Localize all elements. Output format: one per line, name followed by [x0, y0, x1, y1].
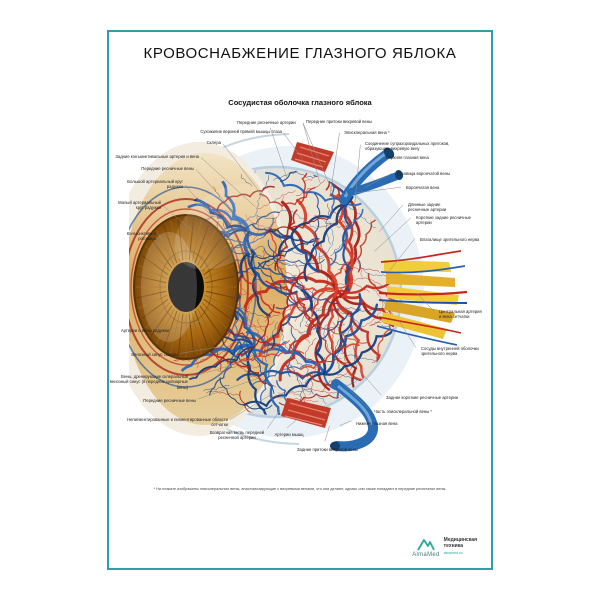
almamed-logo: AlmaMed Медицинская техника almamed.su [412, 537, 477, 558]
anatomy-label: Возвратная ветвь передней ресничной арте… [209, 430, 265, 441]
cornea-sheen [141, 232, 197, 342]
anatomy-label: Влагалище зрительного нерва [420, 237, 480, 242]
anatomy-label: Эписклеральная вена * [344, 130, 390, 135]
anatomy-label: Конъюнктива и роговица [126, 231, 156, 242]
anatomy-label: Артерии мышц [274, 432, 304, 437]
anatomy-label: Короткие задние ресничные артерии [416, 215, 471, 226]
anatomy-label: Передние ресничные артерии [237, 120, 296, 125]
anatomy-label: Артерии и вены радужки [120, 328, 169, 333]
logo-tagline-line2: техника [443, 542, 463, 549]
anatomy-label: Задние конъюнктивальные артерия и вена [115, 154, 199, 159]
anatomy-label: Передние ресничные вены [141, 166, 194, 171]
poster-frame: КРОВОСНАБЖЕНИЕ ГЛАЗНОГО ЯБЛОКА Сосудиста… [107, 30, 493, 570]
anatomy-label: Длинные задние ресничные артерии [408, 202, 447, 213]
anatomy-label: Большой артериальный круг радужки [127, 179, 183, 190]
anatomy-label: Непигментированные и пигментированные об… [127, 417, 228, 428]
mountain-logo-icon [417, 539, 435, 551]
footnote: * На плакате изображены эписклеральные в… [153, 487, 447, 491]
anatomy-label: Нижняя глазная вена [356, 421, 398, 426]
anatomy-label: Соединение супрахороидальных притоков, о… [365, 141, 450, 152]
anatomy-label: Ворончатая вена [406, 185, 440, 190]
anatomy-label: Сосуды внутренней оболочки зрительного н… [421, 346, 479, 357]
logo-tagline: Медицинская техника [443, 537, 477, 550]
anatomy-label: Верхняя глазная вена [386, 155, 429, 160]
poster-subtitle: Сосудистая оболочка глазного яблока [228, 98, 372, 107]
poster-title: КРОВОСНАБЖЕНИЕ ГЛАЗНОГО ЯБЛОКА [143, 45, 457, 62]
anatomy-label: Передние притоки вихревой вены [306, 119, 373, 124]
anatomy-label: Луковица ворончатой вены [397, 171, 450, 176]
anatomy-label: Задние притоки вихревой вены [297, 447, 359, 452]
logo-site-url: almamed.su [443, 550, 463, 555]
logo-brand-text: AlmaMed [412, 552, 440, 558]
anatomy-label: Часть эписклеральной вены * [374, 409, 433, 414]
anatomy-label: Малый артериальный круг радужки [118, 200, 161, 211]
anatomy-label: Венозный синус склеры [131, 352, 178, 357]
anatomy-label: Вены, дренирующие склеральный венозный с… [109, 374, 188, 390]
pupil [168, 262, 204, 312]
anatomy-label: Сухожилие верхней прямой мышцы глаза [200, 129, 282, 134]
anatomy-label: Центральная артерия и вена сетчатки [439, 309, 482, 320]
anatomy-label: Задние короткие ресничные артерии [386, 395, 458, 400]
logo-tagline-line1: Медицинская [443, 537, 477, 543]
anatomy-label: Передние ресничные вены [143, 398, 196, 403]
anatomy-label: Склера [206, 140, 221, 145]
